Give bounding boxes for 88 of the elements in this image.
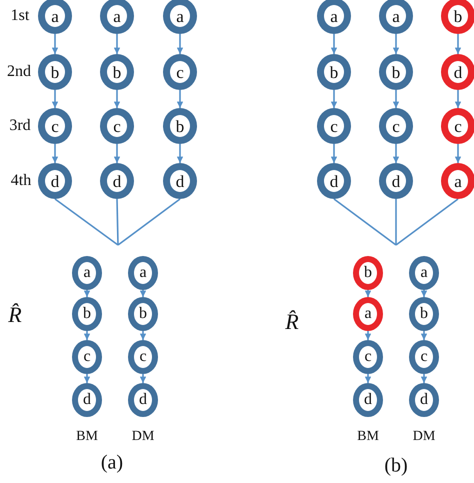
letter-circle: d (353, 383, 383, 417)
column-label: DM (412, 429, 436, 445)
panel-label: (a) (100, 452, 124, 474)
arrow (330, 90, 338, 108)
column-label: BM (76, 429, 98, 445)
column-label: DM (132, 429, 154, 445)
letter-circle: a (38, 0, 72, 34)
letter-circle: d (72, 383, 102, 417)
column-label: BM (357, 429, 379, 445)
arrow (140, 331, 146, 340)
letter-circle: a (353, 297, 383, 331)
letter-circle: d (163, 163, 197, 199)
letter-circle: c (317, 108, 351, 144)
arrow (140, 290, 146, 297)
arrow (454, 34, 462, 54)
letter-circle: c (38, 108, 72, 144)
merge-line (116, 198, 119, 246)
merge-line (54, 198, 118, 246)
letter-circle: a (409, 256, 439, 290)
merge-line (395, 199, 397, 245)
letter-circle: a (163, 0, 197, 34)
row-label: 1st (10, 7, 30, 25)
letter-circle: b (163, 108, 197, 144)
arrow (52, 144, 58, 163)
letter-circle: c (409, 340, 439, 374)
arrow (392, 34, 400, 54)
letter-circle: c (441, 108, 474, 144)
letter-circle: c (379, 108, 413, 144)
arrow (114, 90, 120, 108)
letter-circle: a (379, 0, 413, 34)
arrow (176, 144, 184, 163)
arrow (140, 374, 146, 383)
arrow (420, 331, 428, 340)
row-label: 3rd (9, 117, 31, 135)
arrow (420, 290, 428, 297)
arrow (454, 144, 462, 163)
letter-circle: c (353, 340, 383, 374)
arrow (176, 90, 184, 108)
arrow (114, 144, 120, 163)
letter-circle: d (441, 54, 474, 90)
letter-circle: b (100, 54, 134, 90)
arrow (364, 331, 372, 340)
arrow (330, 144, 338, 163)
letter-circle: a (317, 0, 351, 34)
letter-circle: d (409, 383, 439, 417)
panel-label: (b) (384, 454, 408, 478)
letter-circle: a (128, 256, 158, 290)
arrow (176, 34, 184, 54)
arrow (52, 90, 58, 108)
letter-circle: c (100, 108, 134, 144)
arrow (52, 34, 58, 54)
letter-circle: a (100, 0, 134, 34)
math-symbol: R̂ (285, 309, 299, 335)
letter-circle: a (441, 163, 474, 199)
letter-circle: d (379, 163, 413, 199)
letter-circle: a (72, 256, 102, 290)
letter-circle: b (353, 256, 383, 290)
letter-circle: d (317, 163, 351, 199)
letter-circle: b (72, 297, 102, 331)
letter-circle: d (128, 383, 158, 417)
letter-circle: b (128, 297, 158, 331)
letter-circle: c (163, 54, 197, 90)
arrow (454, 90, 462, 108)
arrow (364, 290, 372, 297)
letter-circle: b (379, 54, 413, 90)
letter-circle: d (38, 163, 72, 199)
arrow (114, 34, 120, 54)
letter-circle: b (38, 54, 72, 90)
arrow (84, 331, 90, 340)
letter-circle: b (409, 297, 439, 331)
merge-line (396, 198, 458, 246)
arrow (330, 34, 338, 54)
row-label: 4th (10, 172, 32, 190)
arrow (364, 374, 372, 383)
row-label: 2nd (7, 63, 31, 81)
letter-circle: b (317, 54, 351, 90)
arrow (84, 290, 90, 297)
letter-circle: d (100, 163, 134, 199)
letter-circle: b (441, 0, 474, 34)
arrow (84, 374, 90, 383)
letter-circle: c (128, 340, 158, 374)
math-symbol: R̂ (8, 302, 22, 328)
arrow (392, 90, 400, 108)
letter-circle: c (72, 340, 102, 374)
merge-line (334, 198, 396, 246)
arrow (420, 374, 428, 383)
merge-line (118, 198, 180, 246)
arrow (392, 144, 400, 163)
